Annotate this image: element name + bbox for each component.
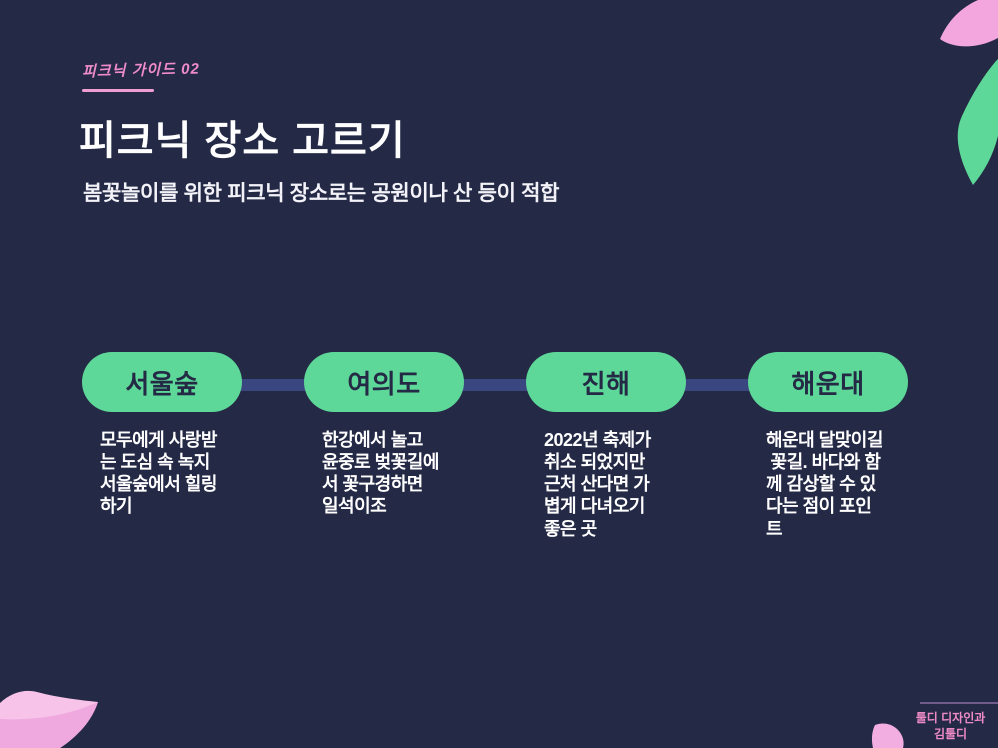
timeline-connector [150,379,840,391]
timeline-node-seoul-forest: 서울숲 모두에게 사랑받 는 도심 속 녹지 서울숲에서 힐링 하기 [82,352,242,518]
timeline-pill-seoul-forest: 서울숲 [82,352,242,412]
timeline-node-yeouido: 여의도 한강에서 놀고 윤중로 벚꽃길에 서 꽃구경하면 일석이조 [304,352,464,518]
credit-divider [920,702,998,704]
node-label: 해운대 [791,368,865,399]
page-title: 피크닉 장소 고르기 [79,119,406,163]
node-label: 여의도 [347,368,421,399]
node-description: 모두에게 사랑받 는 도심 속 녹지 서울숲에서 힐링 하기 [100,430,217,517]
node-description: 2022년 축제가 취소 되었지만 근처 산다면 가 볍게 다녀오기 좋은 곳 [544,430,651,539]
timeline-pill-yeouido: 여의도 [304,352,464,412]
timeline-pill-jinhae: 진해 [526,352,686,412]
node-description: 해운대 달맞이길 꽃길. 바다와 함 께 감상할 수 있 다는 점이 포인 트 [766,430,883,539]
node-label: 진해 [581,368,631,399]
tag-underline [82,89,154,92]
credit-text: 툴디 디자인과 김툴디 [915,711,986,741]
timeline-pill-haeundae: 해운대 [748,352,908,412]
node-label: 서울숲 [125,368,199,399]
timeline-node-haeundae: 해운대 해운대 달맞이길 꽃길. 바다와 함 께 감상할 수 있 다는 점이 포… [748,352,908,540]
page-subtitle: 봄꽃놀이를 위한 피크닉 장소로는 공원이나 산 등이 적합 [83,182,560,205]
timeline-node-jinhae: 진해 2022년 축제가 취소 되었지만 근처 산다면 가 볍게 다녀오기 좋은… [526,352,686,540]
node-description: 한강에서 놀고 윤중로 벚꽃길에 서 꽃구경하면 일석이조 [322,430,439,517]
